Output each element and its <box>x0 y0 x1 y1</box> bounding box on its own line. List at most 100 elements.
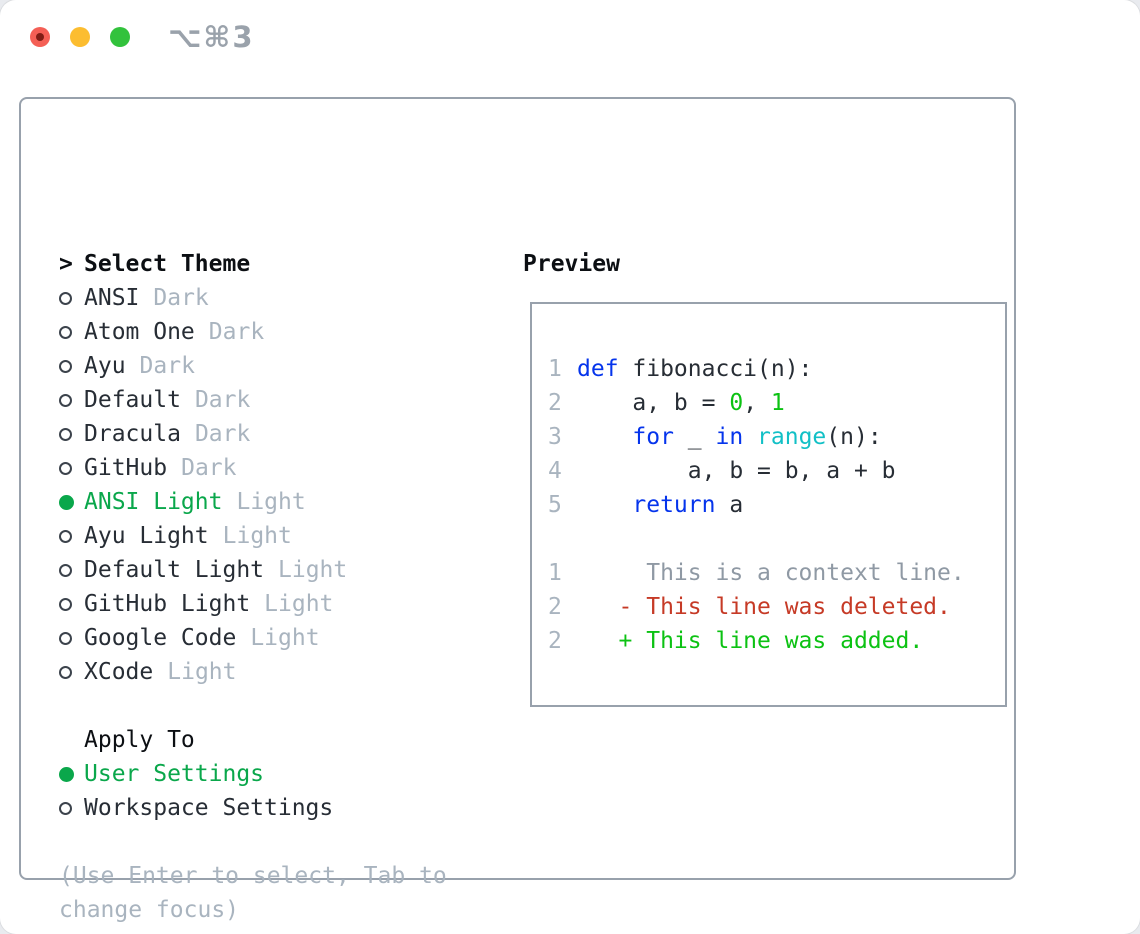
code-line: 2 a, b = 0, 1 <box>548 386 1005 420</box>
apply-option-workspace-settings[interactable]: Workspace Settings <box>59 791 499 825</box>
zoom-button[interactable] <box>110 27 130 47</box>
radio-column <box>59 494 84 510</box>
theme-variant-badge: Light <box>222 523 292 549</box>
code-segment: fibonacci(n): <box>618 356 813 382</box>
radio-column <box>59 461 84 475</box>
code-segment: 0 <box>729 390 744 416</box>
hint-text: (Use Enter to select, Tab to change focu… <box>59 863 447 923</box>
radio-column <box>59 359 84 373</box>
code-segment: - This line was deleted. <box>577 594 951 620</box>
theme-variant-badge: Light <box>264 591 334 617</box>
radio-icon <box>59 631 72 645</box>
radio-column <box>59 427 84 441</box>
theme-list-heading-row: > Select Theme <box>59 247 499 281</box>
theme-list-heading: Select Theme <box>84 251 251 277</box>
line-number: 4 <box>548 458 562 484</box>
code-segment <box>577 424 632 450</box>
code-segment: _ <box>673 424 716 450</box>
code-segment: range <box>757 424 827 450</box>
code-segment: return <box>632 492 716 518</box>
spacer <box>59 689 499 723</box>
line-number: 1 <box>548 560 562 586</box>
code-line: 4 a, b = b, a + b <box>548 454 1005 488</box>
theme-name: Atom One <box>84 319 195 345</box>
radio-column <box>59 766 84 782</box>
radio-column <box>59 665 84 679</box>
code-segment: a, b = b, a + b <box>577 458 896 484</box>
code-segment: a, b = <box>577 390 730 416</box>
theme-variant-badge: Dark <box>208 319 265 345</box>
minimize-button[interactable] <box>70 27 90 47</box>
theme-option-ayu-light[interactable]: Ayu Light Light <box>59 519 499 553</box>
radio-icon <box>59 325 72 339</box>
theme-name: Default Light <box>84 557 265 583</box>
line-number: 3 <box>548 424 562 450</box>
theme-name: ANSI <box>84 285 140 311</box>
theme-name: GitHub Light <box>84 591 251 617</box>
radio-column <box>59 529 84 543</box>
radio-selected-icon <box>59 494 74 510</box>
theme-variant-badge: Dark <box>181 455 237 481</box>
radio-column <box>59 393 84 407</box>
code-segment: This is a context line. <box>577 560 965 586</box>
code-segment: (n): <box>826 424 882 450</box>
theme-name: Ayu Light <box>84 523 209 549</box>
radio-icon <box>59 563 72 577</box>
line-number: 5 <box>548 492 562 518</box>
line-number: 2 <box>548 594 562 620</box>
code-line: 1 def fibonacci(n): <box>548 352 1005 386</box>
line-number: 1 <box>548 356 562 382</box>
theme-variant-badge: Dark <box>139 353 195 379</box>
theme-variant-badge: Light <box>167 659 237 685</box>
theme-option-github-light[interactable]: GitHub Light Light <box>59 587 499 621</box>
theme-option-default[interactable]: Default Dark <box>59 383 499 417</box>
radio-icon <box>59 393 72 407</box>
line-number: 2 <box>548 628 562 654</box>
line-number: 2 <box>548 390 562 416</box>
theme-variant-badge: Light <box>236 489 306 515</box>
code-segment: a <box>715 492 744 518</box>
radio-icon <box>59 665 72 679</box>
theme-option-ansi[interactable]: ANSI Dark <box>59 281 499 315</box>
theme-name: Default <box>84 387 181 413</box>
apply-option-user-settings[interactable]: User Settings <box>59 757 499 791</box>
theme-variant-badge: Light <box>250 625 320 651</box>
titlebar: ⌥⌘3 <box>0 0 1140 74</box>
preview-heading: Preview <box>523 251 620 277</box>
window-title: ⌥⌘3 <box>168 20 255 54</box>
theme-variant-badge: Dark <box>153 285 209 311</box>
theme-option-atom-one[interactable]: Atom One Dark <box>59 315 499 349</box>
radio-selected-icon <box>59 766 74 782</box>
theme-variant-badge: Dark <box>194 387 251 413</box>
close-button[interactable] <box>30 27 50 47</box>
theme-name: Ayu <box>84 353 126 379</box>
code-segment <box>577 492 632 518</box>
diff-line: 2 + This line was added. <box>548 624 1005 658</box>
theme-option-default-light[interactable]: Default Light Light <box>59 553 499 587</box>
radio-icon <box>59 597 72 611</box>
code-segment: + This line was added. <box>577 628 924 654</box>
apply-option-name: User Settings <box>84 761 265 787</box>
diff-line: 2 - This line was deleted. <box>548 590 1005 624</box>
theme-variant-badge: Light <box>278 557 348 583</box>
radio-column <box>59 631 84 645</box>
code-segment: def <box>577 356 619 382</box>
code-line: 5 return a <box>548 488 1005 522</box>
spacer <box>59 825 499 859</box>
radio-icon <box>59 461 72 475</box>
apply-option-name: Workspace Settings <box>84 795 334 821</box>
radio-icon <box>59 801 72 815</box>
theme-option-ayu[interactable]: Ayu Dark <box>59 349 499 383</box>
code-segment: for <box>632 424 674 450</box>
